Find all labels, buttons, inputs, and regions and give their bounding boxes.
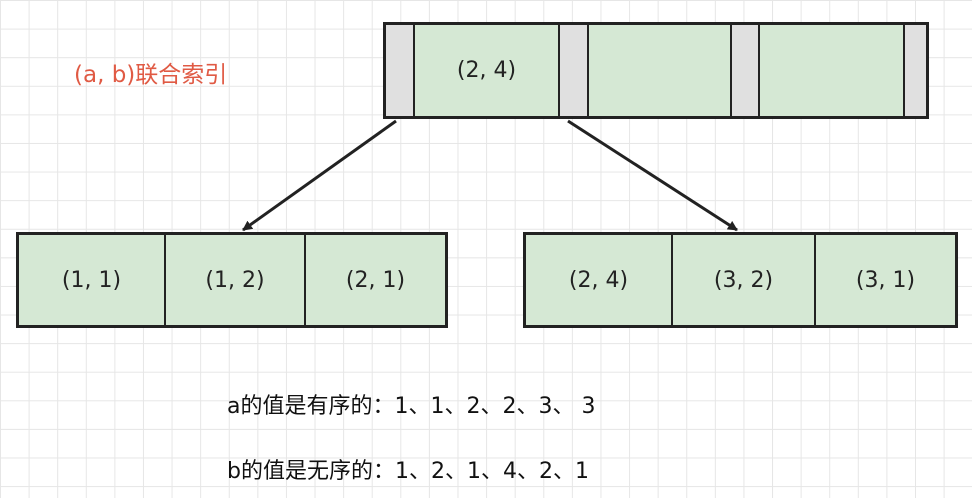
root-key-cell: (2, 4) (413, 25, 558, 116)
left-leaf-node: (1, 1) (1, 2) (2, 1) (16, 232, 448, 328)
leaf-entry: (3, 1) (814, 235, 955, 325)
leaf-entry: (2, 4) (568, 267, 629, 293)
root-pointer-slot (558, 25, 587, 116)
root-pointer-slot (903, 25, 926, 116)
arrow-to-left-leaf (242, 119, 397, 232)
root-pointer-slot (730, 25, 758, 116)
root-pointer-slot (386, 25, 413, 116)
leaf-entry: (1, 2) (164, 235, 304, 325)
leaf-entry: (3, 2) (671, 235, 814, 325)
diagram-title: (a, b)联合索引 (74, 62, 228, 88)
leaf-entry: (2, 1) (304, 235, 445, 325)
a-order-note: a的值是有序的：1、1、2、2、3、 3 (227, 394, 596, 419)
arrow-to-right-leaf (567, 119, 738, 232)
root-node: (2, 4) (383, 22, 929, 119)
b-order-note: b的值是无序的：1、2、1、4、2、1 (227, 459, 589, 484)
root-empty-cell (758, 25, 903, 116)
root-empty-cell (587, 25, 730, 116)
leaf-entry: (1, 1) (61, 267, 122, 293)
right-leaf-node: (2, 4) (3, 2) (3, 1) (523, 232, 958, 328)
